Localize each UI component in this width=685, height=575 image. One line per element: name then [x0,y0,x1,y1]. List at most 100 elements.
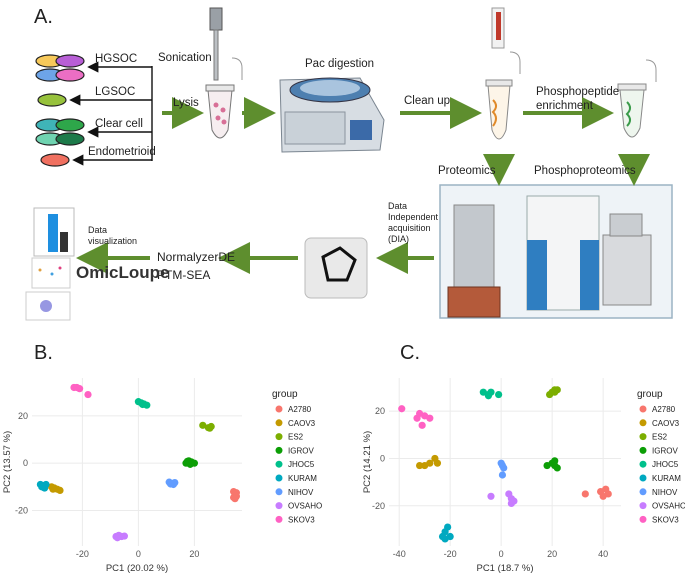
data-point-ovsaho [507,499,515,508]
plot-c-ylabel: PC2 (14.21 %) [362,431,373,493]
data-point-jhoc5 [139,400,147,409]
legend-label-skov3: SKOV3 [288,515,315,524]
legend-label-skov3: SKOV3 [652,515,679,524]
legend-key-a2780 [275,405,283,413]
data-point-es2 [206,424,214,432]
data-point-skov3 [398,405,406,413]
plot-b-xlabel: PC1 (20.02 %) [106,563,168,574]
legend-key-a2780 [639,405,647,413]
legend-key-nihov [275,488,283,496]
legend-label-caov3: CAOV3 [652,419,680,428]
legend-key-es2 [275,433,283,441]
legend-label-kuram: KURAM [288,474,317,483]
data-point-nihov [498,471,507,479]
plot-b-legend-title: group [272,389,298,400]
tool-normalyzerde: NormalyzerDE [157,250,236,264]
cleanup-tube-icon [485,7,521,140]
legend-label-kuram: KURAM [652,474,681,483]
legend-label-a2780: A2780 [288,405,312,414]
data-point-caov3 [56,486,64,494]
data-point-nihov [500,464,508,472]
y-tick-label: 0 [23,458,28,468]
legend-key-ovsaho [639,502,647,510]
legend-label-igrov: IGROV [652,446,678,455]
mass-spectrometer-icon [439,184,673,319]
data-point-a2780 [232,489,240,497]
legend-label-nihov: NIHOV [652,488,678,497]
panel-label-b: B. [34,342,53,364]
cancer-type-clear-cell: Clear cell [95,118,143,130]
data-point-ovsaho [120,532,128,540]
sonicator-icon [209,7,223,81]
x-tick-label: -20 [76,549,89,559]
legend-key-skov3 [639,515,647,523]
legend-label-es2: ES2 [288,433,304,442]
legend-key-es2 [639,433,647,441]
legend-label-jhoc5: JHOC5 [652,460,679,469]
x-tick-label: -20 [444,549,457,559]
data-point-kuram [444,523,452,531]
step-data-visualization: Data visualization [88,225,138,246]
workflow-arrows [76,97,650,274]
y-tick-label: 20 [18,411,28,421]
plot-b-panel [32,378,242,546]
legend-key-ovsaho [275,502,283,510]
legend-key-kuram [275,474,283,482]
plot-c-panel [389,378,621,546]
data-point-skov3 [76,385,84,393]
data-point-skov3 [84,390,92,399]
legend-key-caov3 [275,419,283,427]
data-point-igrov [551,461,559,470]
legend-label-igrov: IGROV [288,446,314,455]
legend-key-caov3 [639,419,647,427]
imidazole-logo-icon [304,237,368,299]
step-phosphopeptide-enrichment: Phosphopeptide enrichment [536,86,620,112]
x-tick-label: -40 [393,549,406,559]
data-point-kuram [441,535,449,543]
data-visualization-thumbnails [25,207,75,321]
data-point-a2780 [602,485,610,493]
step-dia: Data Independent acquisition (DIA) [388,201,439,244]
legend-label-es2: ES2 [652,433,668,442]
panel-label-c: C. [400,342,420,364]
data-point-skov3 [418,421,426,429]
data-point-caov3 [426,459,434,467]
legend-label-a2780: A2780 [652,405,676,414]
data-point-nihov [167,480,175,488]
legend-label-ovsaho: OVSAHO [652,502,685,511]
data-point-jhoc5 [484,392,493,400]
legend-key-kuram [639,474,647,482]
cancer-type-arrows [69,61,153,166]
y-tick-label: 0 [380,453,385,463]
legend-key-igrov [275,446,283,454]
legend-key-skov3 [275,515,283,523]
legend-key-jhoc5 [275,460,283,468]
y-tick-label: 20 [375,406,385,416]
step-pac-digestion: Pac digestion [305,58,375,70]
tool-ptm-sea: PTM-SEA [157,268,211,282]
step-proteomics: Proteomics [438,165,496,177]
x-tick-label: 0 [499,549,504,559]
data-point-skov3 [415,409,424,418]
step-sonication: Sonication [158,52,212,64]
data-point-kuram [41,484,49,492]
data-point-igrov [183,457,191,465]
step-phosphoproteomics: Phosphoproteomics [534,165,636,177]
legend-label-ovsaho: OVSAHO [288,502,322,511]
cancer-type-hgsoc: HGSOC [95,53,138,65]
step-clean-up: Clean up [404,95,451,107]
workflow-diagram [25,7,673,321]
plot-c-legend-title: group [637,389,663,400]
phospho-tube-icon [617,59,657,138]
data-point-caov3 [49,485,57,493]
cancer-type-endometrioid: Endometrioid [88,146,156,158]
tool-omicloupe-logo: OmicLoupe [76,263,170,282]
petri-dish-icons [35,54,85,167]
x-tick-label: 20 [547,549,557,559]
plot-c-xlabel: PC1 (18.7 %) [476,563,533,574]
y-tick-label: -20 [372,501,385,511]
pac-digestion-instrument-icon [279,77,385,153]
data-point-ovsaho [487,492,495,500]
